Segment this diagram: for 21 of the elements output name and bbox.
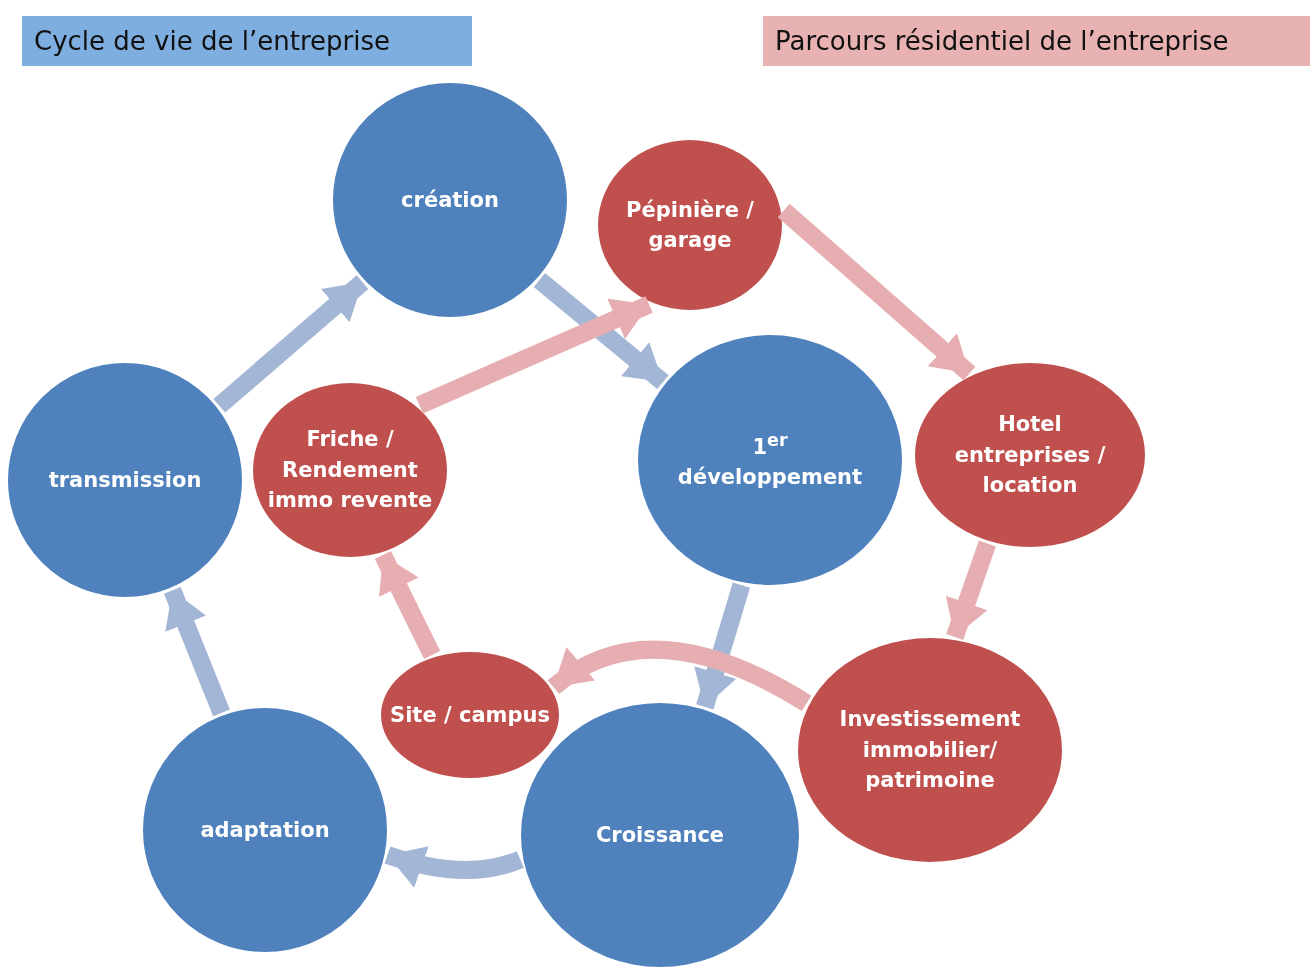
block-arrow	[777, 203, 976, 381]
block-arrow	[374, 551, 441, 659]
block-arrow	[384, 845, 524, 888]
stage-label: Investissement immobilier/ patrimoine	[838, 706, 1022, 795]
stage-label: Croissance	[595, 821, 725, 849]
block-arrow	[533, 273, 669, 390]
legend-text: Parcours résidentiel de l’entreprise	[775, 26, 1229, 56]
stage-label: Friche / Rendement immo revente	[266, 426, 434, 515]
stage-label: adaptation	[200, 816, 330, 844]
block-arrow	[945, 540, 996, 640]
block-arrow	[213, 275, 369, 413]
stage-label: création	[401, 186, 499, 214]
stage-label: 1$^{er}$ développement	[676, 428, 864, 491]
block-arrow	[415, 296, 653, 414]
block-arrow	[163, 586, 230, 717]
stage-label: Hotel entreprises / location	[953, 411, 1107, 500]
block-arrow	[547, 640, 812, 712]
legend-text: Cycle de vie de l’entreprise	[34, 26, 390, 56]
stage-label: Pépinière / garage	[625, 196, 755, 254]
stage-label: Site / campus	[390, 701, 550, 729]
stage-label: transmission	[48, 466, 202, 494]
